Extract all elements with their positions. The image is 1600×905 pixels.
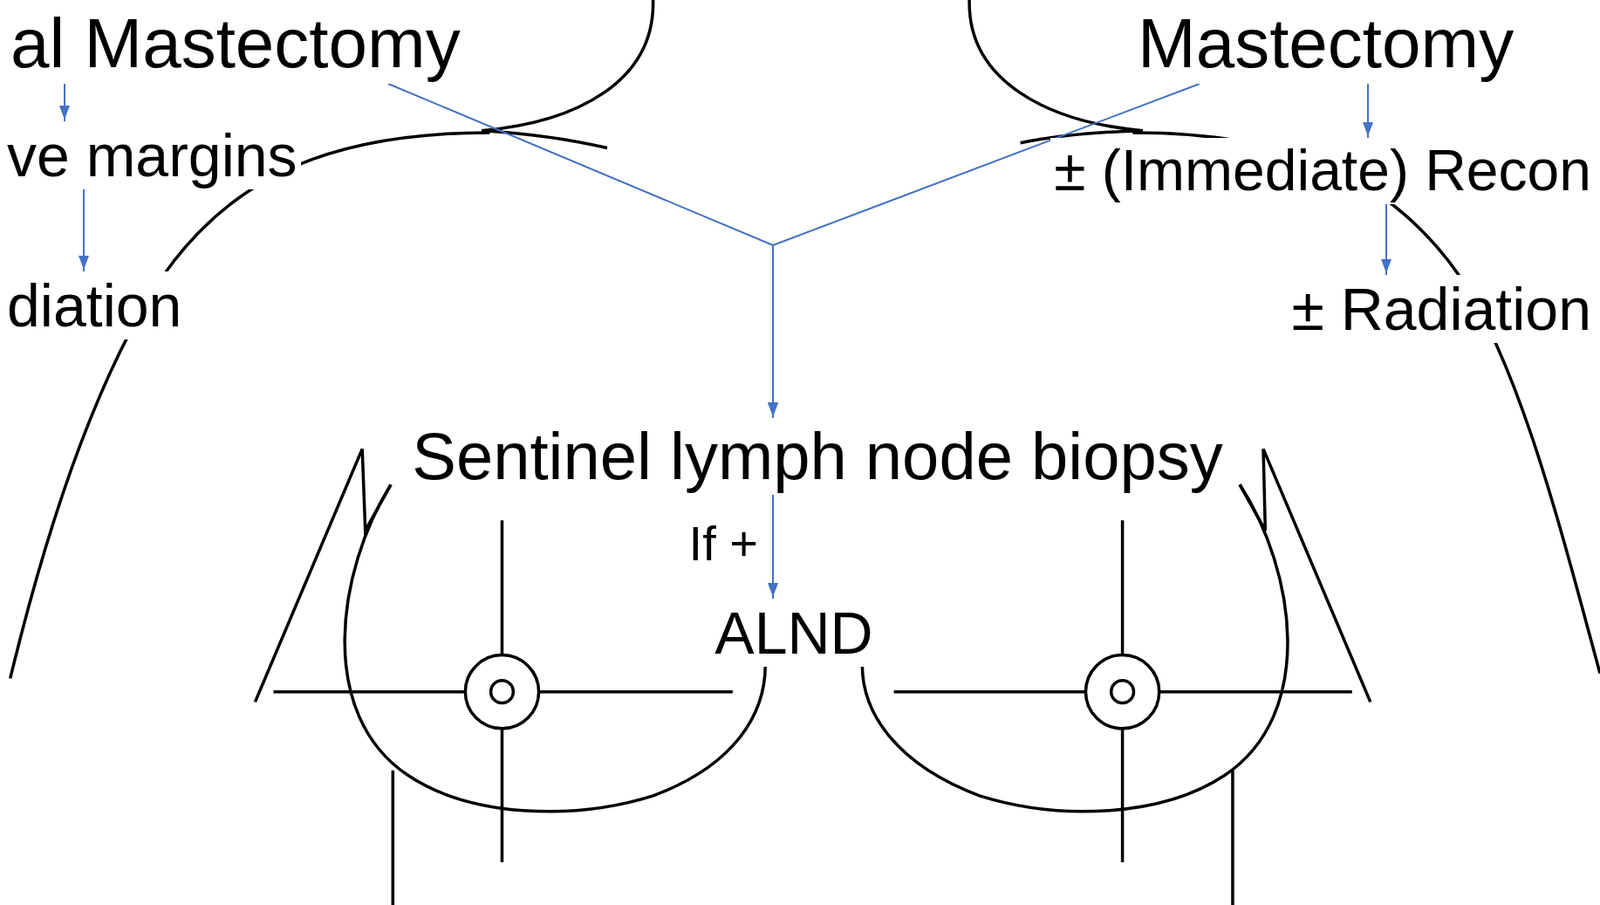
flow-arrow — [388, 83, 779, 418]
arrow-line — [772, 83, 1200, 418]
neck-outline — [969, 0, 1143, 131]
torso-side — [1230, 770, 1235, 905]
step-text: Mastectomy — [1137, 4, 1514, 83]
flow-step: ± (Immediate) Recon — [1050, 137, 1595, 205]
torso-side — [391, 770, 396, 905]
nipple — [491, 680, 514, 704]
step-text: al Mastectomy — [10, 4, 461, 83]
flow-step: diation — [3, 271, 185, 340]
areola — [1086, 655, 1160, 729]
arrow-head — [767, 402, 779, 417]
flow-step: Sentinel lymph node biopsy — [408, 417, 1226, 494]
step-text: ± (Immediate) Recon — [1053, 137, 1592, 203]
flow-arrow — [1362, 83, 1374, 138]
neck-outline — [481, 0, 654, 131]
arrow-head — [78, 255, 89, 270]
flow-arrow — [59, 83, 70, 122]
step-text: ALND — [714, 599, 873, 666]
step-text: ± Radiation — [1291, 275, 1592, 342]
clavicle-line — [481, 130, 608, 149]
arrow-head — [59, 105, 70, 120]
flow-step: al Mastectomy — [6, 3, 465, 84]
flow-arrow — [767, 494, 779, 599]
shoulder-outline — [1132, 132, 1600, 674]
quadrant-lines — [894, 519, 1353, 862]
step-text: ve margins — [6, 122, 298, 189]
arrow-head — [1362, 122, 1374, 137]
flow-arrow — [767, 83, 1200, 418]
quadrant-lines — [273, 519, 732, 862]
breast-outline — [861, 484, 1288, 811]
shoulder-outline — [10, 132, 491, 678]
arrow-head — [1381, 259, 1392, 274]
flow-arrow — [78, 189, 89, 272]
flow-arrow — [1381, 204, 1392, 275]
step-text: Sentinel lymph node biopsy — [411, 418, 1223, 493]
flow-step: Mastectomy — [1134, 3, 1518, 84]
flow-step: ALND — [711, 598, 876, 667]
edge-label: If + — [686, 515, 761, 572]
flow-step: ± Radiation — [1287, 274, 1595, 343]
nipple — [1111, 680, 1135, 704]
arrow-line — [388, 83, 773, 418]
step-text: diation — [6, 272, 182, 339]
breast-outline — [344, 484, 766, 811]
arrow-head — [767, 402, 779, 417]
flow-step: ve margins — [3, 121, 301, 190]
areola — [464, 655, 539, 729]
arrow-head — [767, 582, 779, 597]
